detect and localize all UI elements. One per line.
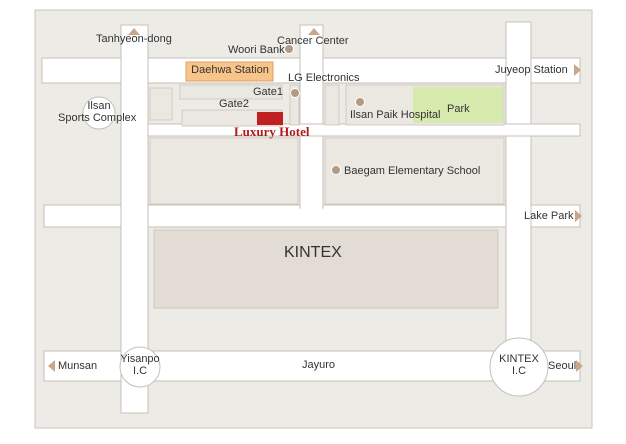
- daehwa-station-box: [185, 61, 274, 82]
- sports-complex-circle: [82, 96, 116, 130]
- label-lg-electronics: LG Electronics: [288, 72, 360, 84]
- label-kintex-ic-line1: KINTEX: [499, 353, 539, 365]
- label-woori-bank: Woori Bank: [228, 44, 285, 56]
- hotel-marker: [257, 112, 283, 125]
- arrow-up-west-icon: [128, 28, 140, 35]
- label-park: Park: [447, 103, 470, 115]
- kintex-block: [153, 229, 499, 309]
- label-kintex-ic-line2: I.C: [511, 365, 527, 377]
- park-area: [413, 87, 503, 123]
- label-kintex: KINTEX: [284, 244, 342, 261]
- arrow-right-seoul-icon: [576, 360, 583, 372]
- baegam-dot: [331, 165, 341, 175]
- label-ilsan-paik-hospital: Ilsan Paik Hospital: [350, 109, 441, 121]
- road-center-vertical: [299, 24, 324, 209]
- label-juyeop-station: Juyeop Station: [495, 64, 568, 76]
- arrow-right-lakepark-icon: [575, 210, 582, 222]
- direction-arrows: [48, 28, 583, 372]
- woori-bank-dot: [284, 44, 294, 54]
- label-yisanpo-line2: I.C: [132, 365, 148, 377]
- label-daehwa-station: Daehwa Station: [191, 64, 269, 76]
- yisanpo-ic-circle: [119, 346, 161, 388]
- label-jayuro: Jayuro: [302, 359, 336, 371]
- label-munsan: Munsan: [58, 360, 98, 372]
- label-tanhyeon-dong: Tanhyeon-dong: [96, 33, 172, 45]
- poi-dots: [284, 44, 365, 175]
- label-gate1: Gate1: [253, 86, 283, 98]
- arrow-right-juyeop-icon: [574, 64, 581, 76]
- label-baegam-school: Baegam Elementary School: [344, 165, 481, 177]
- label-gate2: Gate2: [219, 98, 249, 110]
- lg-electronics-dot: [290, 88, 300, 98]
- label-lake-park: Lake Park: [524, 210, 574, 222]
- arrow-up-center-icon: [308, 28, 320, 35]
- label-seoul: Seoul: [548, 360, 577, 372]
- label-luxury-hotel: Luxury Hotel: [234, 124, 310, 139]
- kintex-ic-circle: [489, 337, 549, 397]
- label-yisanpo-line1: Yisanpo: [120, 353, 160, 365]
- arrow-left-munsan-icon: [48, 360, 55, 372]
- label-sports-line2: Sports Complex: [58, 112, 137, 124]
- ilsan-paik-dot: [355, 97, 365, 107]
- label-sports-line1: Ilsan: [87, 100, 111, 112]
- label-cancer-center: Cancer Center: [277, 35, 349, 47]
